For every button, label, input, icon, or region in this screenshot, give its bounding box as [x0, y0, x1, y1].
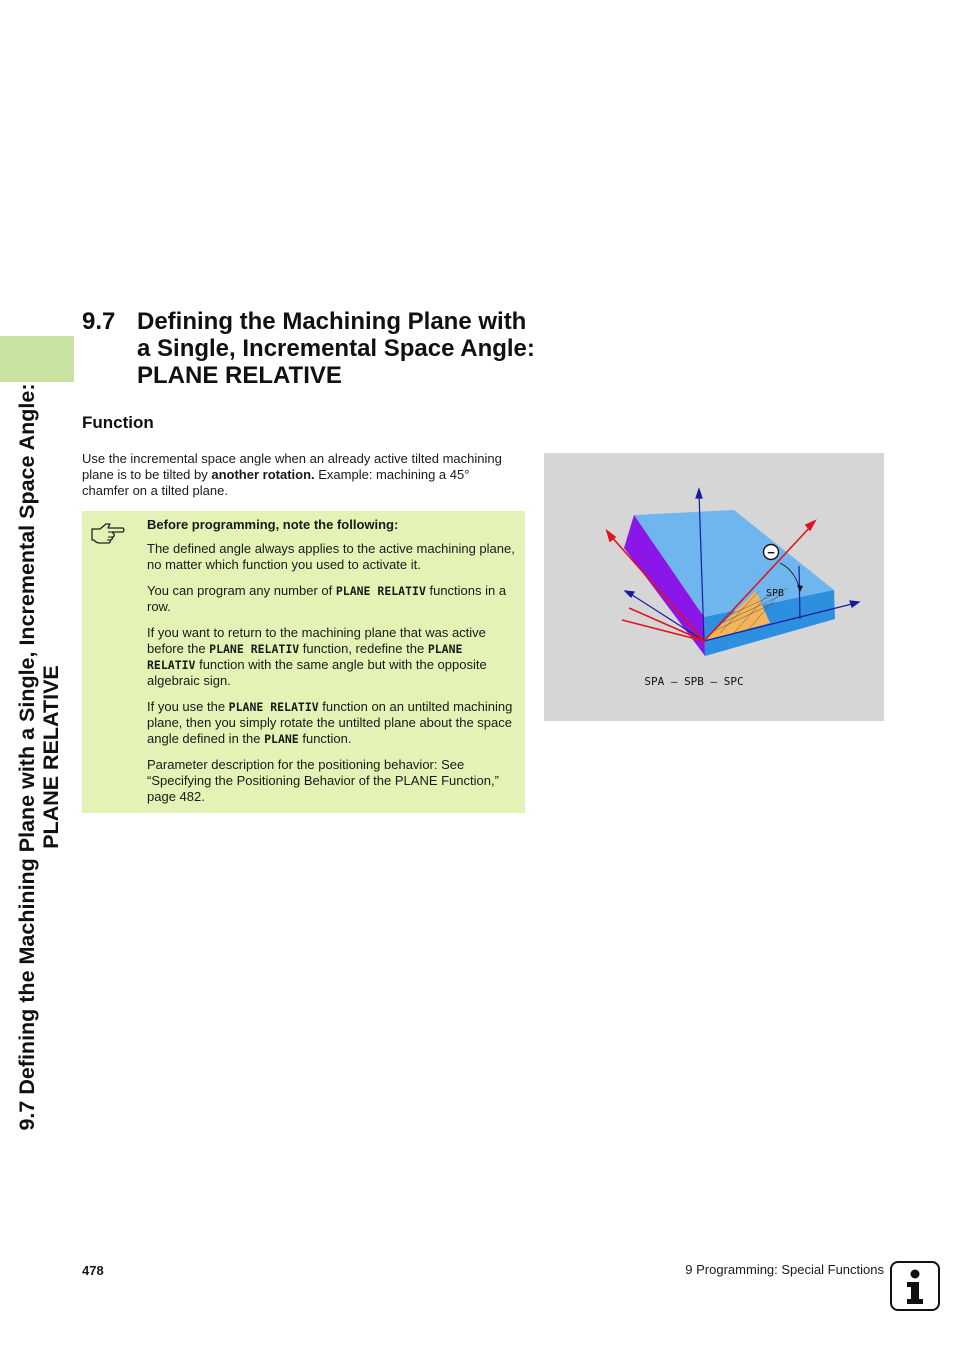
section-number: 9.7 — [82, 308, 116, 335]
spb-label: SPB — [766, 588, 784, 599]
chamfer-grid — [713, 587, 789, 634]
note-box: Before programming, note the following: … — [82, 511, 525, 813]
note-heading: Before programming, note the following: — [147, 517, 399, 532]
note-paragraph-5: Parameter description for the positionin… — [147, 757, 499, 804]
plane-relative-figure: − SPB SPA – SPB – SPC — [544, 453, 884, 721]
note-paragraph-2: You can program any number of PLANE RELA… — [147, 583, 507, 614]
intro-text-1: Use the incremental space angle when an … — [82, 451, 502, 482]
pointing-hand-icon — [91, 523, 125, 544]
block-side-face — [624, 515, 705, 656]
coordinate-axes — [623, 487, 861, 642]
side-title-line-1: 9.7 Defining the Machining Plane with a … — [15, 383, 39, 1131]
side-tab-highlight — [0, 336, 74, 382]
tilted-block-diagram: − SPB — [605, 487, 861, 656]
block-top-face — [634, 510, 834, 617]
note-paragraph-4: If you use the PLANE RELATIV function on… — [147, 699, 513, 746]
side-chapter-title: 9.7 Defining the Machining Plane with a … — [2, 308, 76, 1206]
intro-text-2: Example: machining a 45° chamfer on a ti… — [82, 467, 470, 498]
section-title: Defining the Machining Plane with a Sing… — [137, 308, 535, 389]
info-icon — [890, 1261, 940, 1311]
tilted-axes — [605, 519, 817, 642]
section-heading: 9.7 Defining the Machining Plane with a … — [82, 308, 542, 389]
minus-circle-icon — [762, 543, 780, 561]
note-paragraph-3: If you want to return to the machining p… — [147, 625, 487, 688]
note-paragraph-1: The defined angle always applies to the … — [147, 541, 515, 572]
page-number: 478 — [82, 1263, 104, 1278]
intro-paragraph: Use the incremental space angle when an … — [82, 451, 502, 499]
figure-caption: SPA – SPB – SPC — [644, 675, 744, 688]
footer-chapter: 9 Programming: Special Functions — [685, 1262, 884, 1277]
intro-bold: another rotation. — [211, 467, 315, 482]
minus-sign: − — [767, 545, 775, 560]
side-title-line-2: PLANE RELATIVE — [39, 665, 63, 849]
subheading-function: Function — [82, 413, 154, 432]
